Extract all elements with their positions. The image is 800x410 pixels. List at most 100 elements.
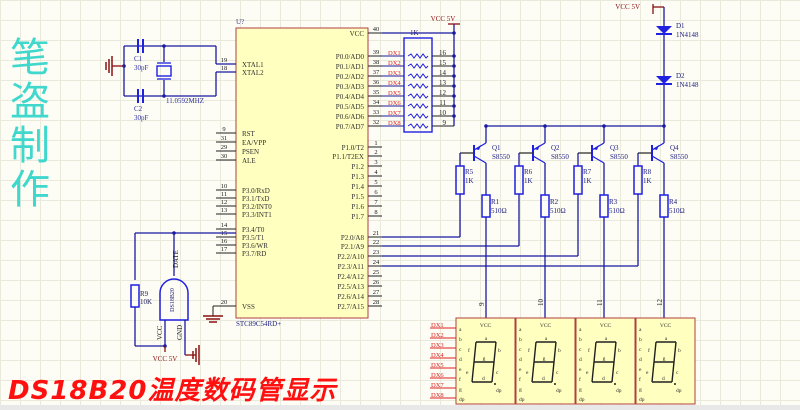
net-label-dx3: DX3	[388, 70, 401, 77]
mcu-pin-name: EA/VPP	[242, 139, 266, 147]
horizontal-scrollbar[interactable]	[0, 405, 800, 410]
junction-dot	[162, 94, 166, 98]
collector-resistor-name: R1	[491, 198, 500, 206]
sensor-gnd-label: GND	[176, 325, 184, 340]
segment-label: e	[646, 370, 649, 376]
segment	[473, 341, 477, 363]
decimal-point	[614, 383, 616, 385]
resistor-zigzag-icon	[407, 73, 429, 79]
digit-pin-number: 12	[656, 299, 664, 307]
sensor-power-label: VCC 5V	[153, 355, 178, 363]
seven-segment-display	[635, 317, 696, 405]
rn-pin-number: 10	[439, 109, 447, 117]
collector-resistor-name: R2	[550, 198, 559, 206]
watermark-char: 盗	[10, 79, 50, 125]
schematic-banner: DS18B20温度数码管显示	[8, 376, 337, 406]
mcu-pin-number: 10	[221, 183, 228, 190]
mcu-pin-name: RST	[242, 130, 256, 138]
transistor-name: Q3	[610, 144, 619, 152]
transistor-collector	[651, 155, 665, 164]
transistor-name: Q2	[551, 144, 560, 152]
junction-dot	[452, 104, 456, 108]
segment	[471, 361, 475, 383]
rn-pin-number: 12	[439, 89, 447, 97]
watermark-char: 笔	[10, 35, 50, 81]
display-pin-label: d	[639, 357, 642, 363]
segment-label: b	[498, 348, 501, 354]
rn-pin-number: 15	[439, 59, 447, 67]
mcu-pin-number: 17	[221, 246, 228, 253]
resistor-network	[403, 37, 433, 133]
collector-resistor-value: 510Ω	[550, 207, 566, 215]
mcu-pin-name: P1.5	[351, 193, 364, 201]
collector-resistor-value: 510Ω	[609, 207, 625, 215]
mcu-pin-name: P0.2/AD2	[336, 73, 365, 81]
mcu-pin-name: P1.3	[351, 173, 364, 181]
watermark-char: 作	[10, 167, 50, 213]
segment-label: g	[663, 356, 666, 362]
net-label-dx4: DX4	[388, 80, 401, 87]
mcu-pin-name: P0.1/AD1	[336, 63, 365, 71]
segment-label: d	[542, 376, 545, 382]
resistor-zigzag-icon	[407, 93, 429, 99]
mcu-pin-number: 16	[221, 238, 228, 245]
display-vcc-label: VCC	[540, 323, 552, 329]
ground-icon	[105, 56, 113, 76]
decimal-point	[494, 383, 496, 385]
mcu-pin-name: P2.1/A9	[341, 243, 365, 251]
segment	[593, 341, 597, 363]
net-label-dx6: DX6	[388, 100, 401, 107]
base-resistor	[633, 165, 643, 195]
transistor-arrow-icon	[534, 145, 540, 150]
segment-label: a	[665, 336, 668, 342]
segment-label: f	[528, 347, 530, 354]
segment-label: d	[482, 376, 485, 382]
base-resistor-value: 1K	[465, 177, 474, 185]
mcu-pin-number: 21	[373, 230, 380, 237]
collector-resistor-value: 510Ω	[491, 207, 507, 215]
display-pin-label: b	[519, 337, 522, 343]
resistor-zigzag-icon	[407, 83, 429, 89]
segment-label: c	[556, 370, 559, 376]
diode-icon	[656, 76, 672, 84]
base-resistor	[455, 165, 465, 195]
mcu-pin-name: P2.6/A14	[337, 293, 364, 301]
display-pin-label: e	[519, 367, 522, 373]
segment-label: f	[588, 347, 590, 354]
ds18b20-sensor	[159, 278, 189, 321]
junction-dot	[452, 114, 456, 118]
mcu-pin-number: 38	[373, 59, 380, 66]
net-label-dx7: DX7	[388, 110, 401, 117]
mcu-pin-name: P3.2/INT0	[242, 203, 272, 211]
segment	[531, 361, 535, 383]
capacitor-name: C1	[134, 55, 143, 63]
transistor-part: S8550	[610, 153, 628, 161]
diode-part: 1N4148	[676, 31, 699, 39]
mcu-pin-number: 40	[373, 26, 380, 33]
decimal-point	[554, 383, 556, 385]
segment-label: e	[586, 370, 589, 376]
diode-name: D1	[676, 22, 685, 30]
crystal-frequency: 11.0592MHZ	[166, 97, 204, 105]
sensor-vcc-label: VCC	[156, 325, 164, 340]
display-net-label: DX7	[431, 382, 444, 389]
display-pin-label: a	[459, 327, 462, 333]
mcu-pin-number: 25	[373, 269, 380, 276]
mcu-pin-number: 3	[374, 159, 377, 166]
segment	[551, 361, 555, 383]
base-resistor-value: 1K	[643, 177, 652, 185]
crystal-icon	[156, 65, 172, 77]
mcu-pin-name: P0.5/AD5	[336, 103, 365, 111]
mcu-pin-name: P2.7/A15	[337, 303, 364, 311]
display-net-label: DX1	[431, 322, 444, 329]
display-pin-label: e	[459, 367, 462, 373]
display-vcc-label: VCC	[480, 323, 492, 329]
segment	[533, 341, 537, 363]
segment	[653, 341, 657, 363]
mcu-pin-name: P2.0/A8	[341, 234, 365, 242]
transistor-collector	[473, 155, 487, 164]
junction-dot	[162, 44, 166, 48]
rn-pin-number: 14	[439, 69, 447, 77]
segment-label: b	[618, 348, 621, 354]
